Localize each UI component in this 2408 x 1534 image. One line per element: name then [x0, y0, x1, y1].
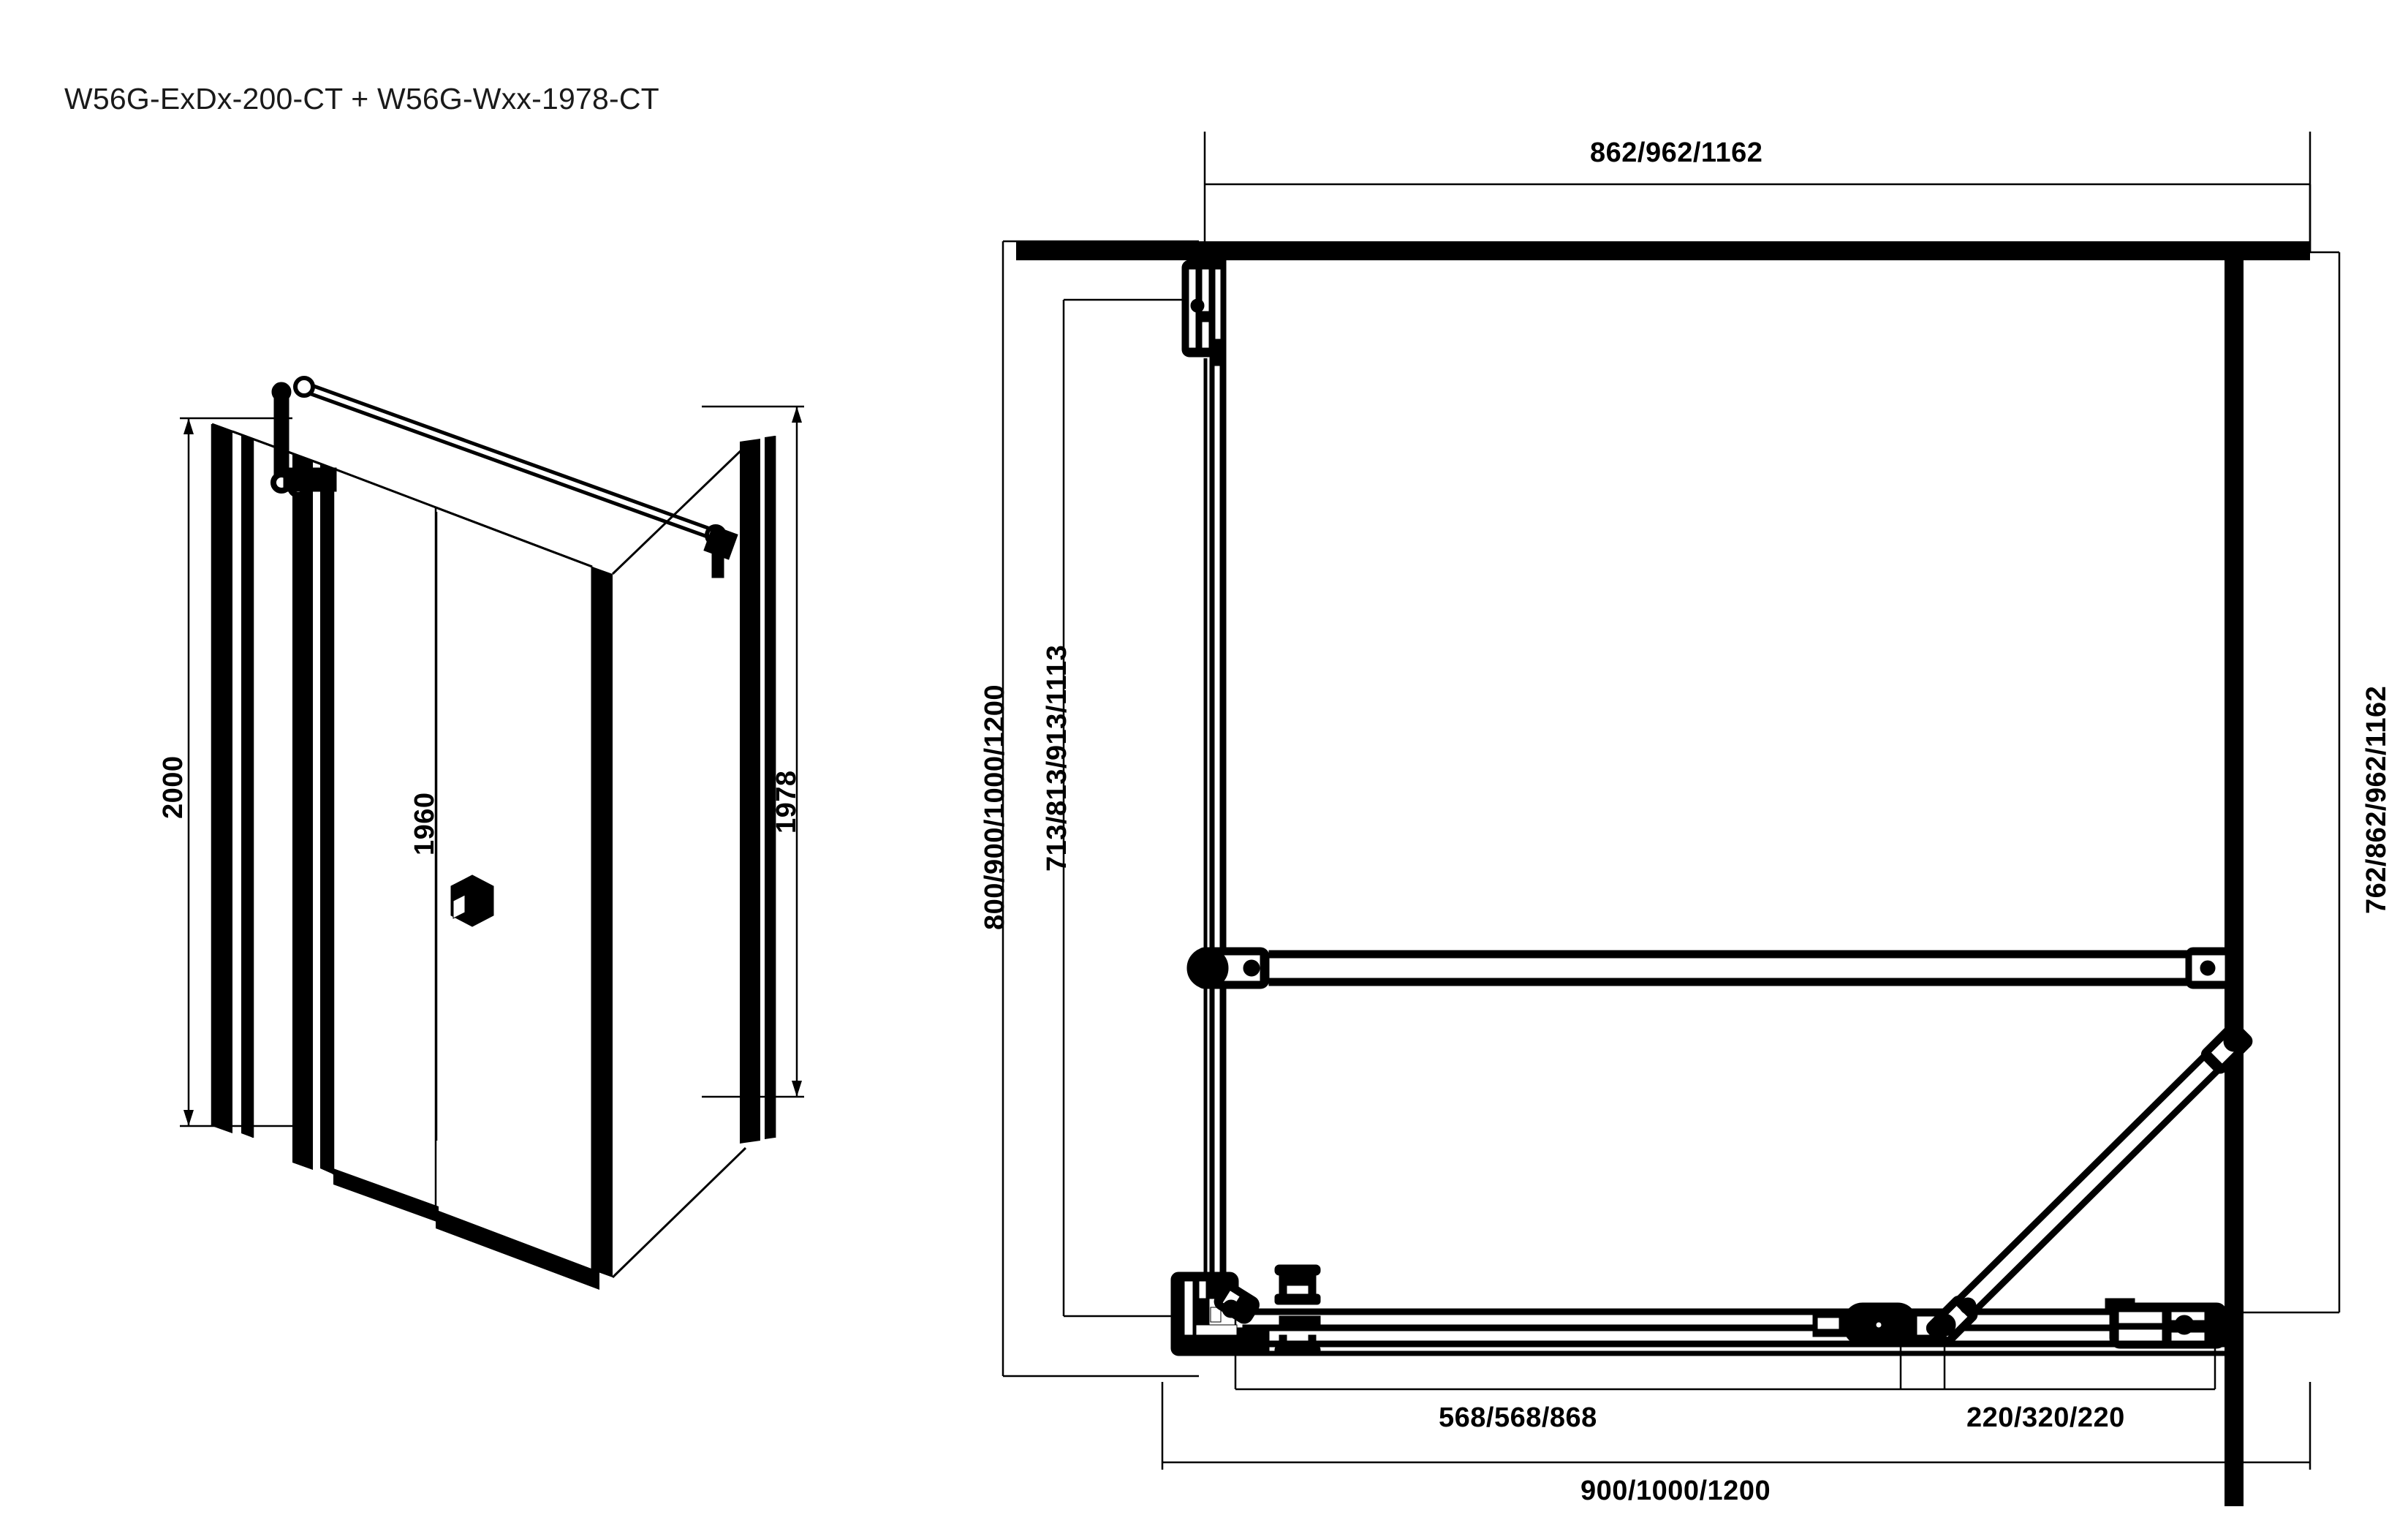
door-handle-knob-iso [450, 874, 494, 927]
horizontal-stabilizer-bar [1186, 947, 2232, 989]
top-hinge-profile [1181, 260, 1227, 372]
plan-dim-bottom-inner-right: 220/320/220 [1966, 1402, 2125, 1433]
right-wall-line [2225, 241, 2244, 1506]
magnet-strip-bracket [1274, 1264, 1321, 1356]
plan-geometry [1016, 241, 2310, 1506]
plan-dim-right-outer: 762/862/962/1162 [2361, 685, 2392, 914]
plan-dim-bottom-inner-left: 568/568/868 [1439, 1402, 1597, 1433]
top-wall-line [1016, 241, 2310, 260]
page-title: W56G-ExDx-200-CT + W56G-Wxx-1978-CT [64, 82, 659, 116]
isometric-geometry [180, 376, 804, 1290]
right-wall-hinge [2105, 1298, 2227, 1349]
plan-dim-bottom-outer: 900/1000/1200 [1580, 1476, 1771, 1506]
left-glass-panel [1203, 358, 1227, 1288]
bottom-glass-rails [1242, 1308, 2227, 1356]
plan-dim-left-inner: 713/813/913/1113 [1042, 644, 1072, 872]
diagonal-swing-door [1926, 1022, 2253, 1348]
stabilizer-bar-iso [300, 381, 719, 541]
plan-dim-left-outer: 800/900/1000/1200 [980, 684, 1010, 930]
plan-dim-top: 862/962/1162 [1590, 137, 1763, 168]
